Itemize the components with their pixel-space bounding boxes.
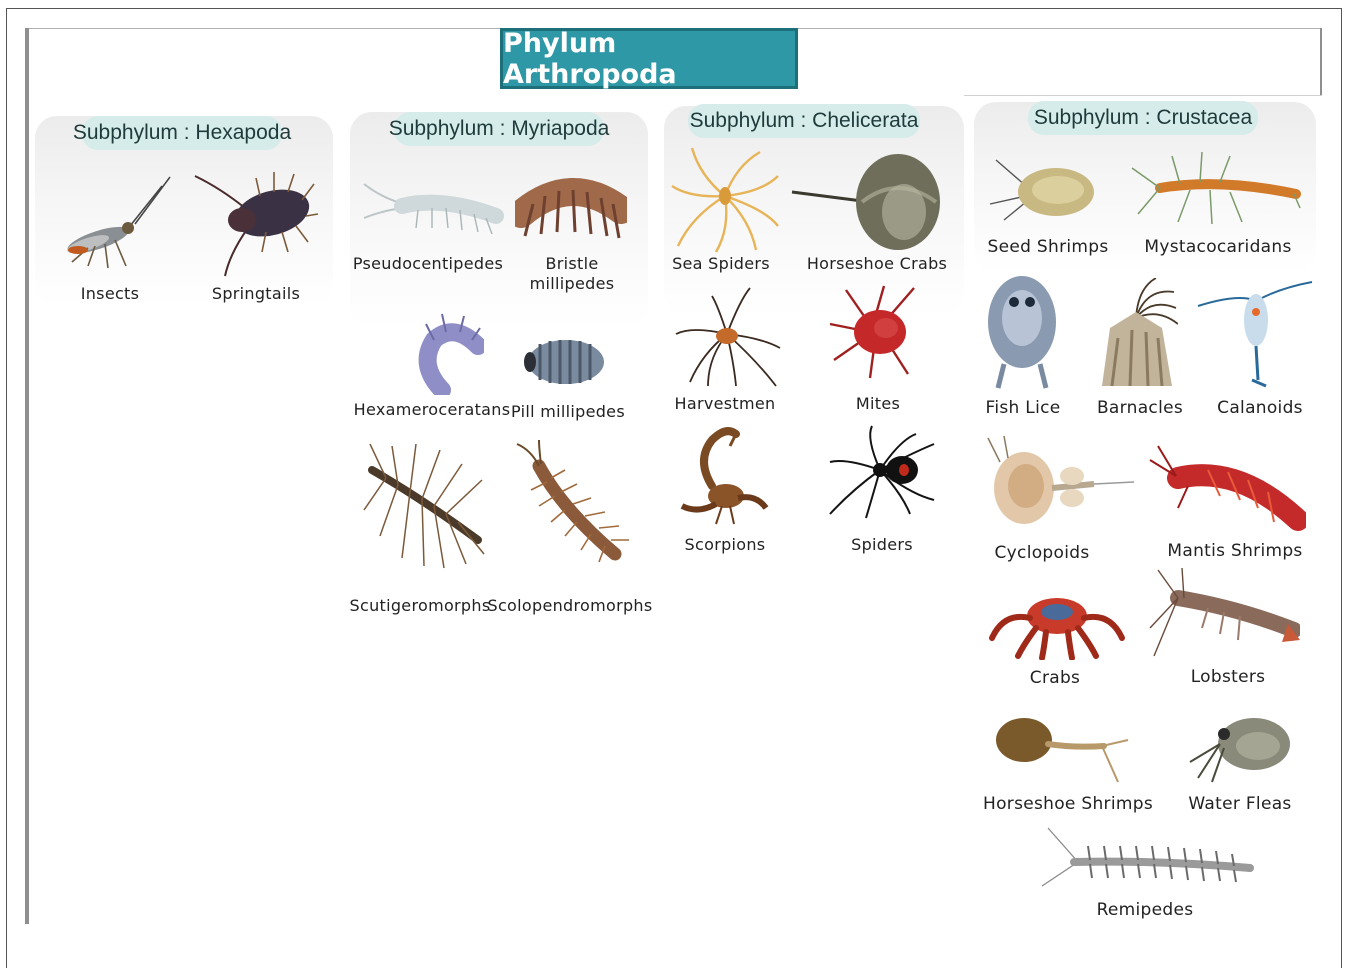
label-hexameroceratans: Hexameroceratans: [354, 400, 511, 419]
label-cyclopoids: Cyclopoids: [995, 543, 1090, 563]
label-barnacles: Barnacles: [1097, 398, 1183, 418]
label-insects: Insects: [81, 284, 140, 303]
hexameroceratan-illustration: [404, 310, 484, 395]
mite-illustration: [824, 280, 924, 380]
label-bristle-millipedes: Bristle millipedes: [527, 254, 617, 294]
mystacocaridan-illustration: [1130, 148, 1302, 228]
cyclopoid-illustration: [984, 432, 1136, 532]
label-pill-millipedes: Pill millipedes: [511, 402, 625, 421]
fish-louse-illustration: [984, 272, 1060, 392]
label-sea-spiders: Sea Spiders: [672, 254, 770, 273]
label-seed-shrimps: Seed Shrimps: [988, 237, 1109, 257]
title-banner: Phylum Arthropoda: [500, 28, 798, 89]
label-springtails: Springtails: [212, 284, 300, 303]
calanoid-illustration: [1196, 276, 1314, 390]
label-horseshoe-shrimps: Horseshoe Shrimps: [983, 794, 1153, 814]
label-mantis-shrimps: Mantis Shrimps: [1167, 541, 1302, 561]
barnacle-illustration: [1096, 278, 1178, 390]
water-flea-illustration: [1184, 708, 1296, 784]
label-pseudocentipedes: Pseudocentipedes: [353, 254, 503, 273]
label-calanoids: Calanoids: [1217, 398, 1303, 418]
springtail-illustration: [190, 168, 320, 278]
label-remipedes: Remipedes: [1097, 900, 1194, 920]
label-scorpions: Scorpions: [685, 535, 766, 554]
scutigeromorph-illustration: [362, 440, 486, 570]
subphylum-hexapoda: Subphylum : Hexapoda: [82, 116, 282, 150]
frame-divider: [964, 95, 1322, 96]
label-harvestmen: Harvestmen: [675, 394, 776, 413]
subphylum-crustacea: Subphylum : Crustacea: [1028, 101, 1258, 135]
label-mystacocaridans: Mystacocaridans: [1144, 237, 1291, 257]
label-scolopendromorphs: Scolopendromorphs: [488, 596, 653, 615]
label-crabs: Crabs: [1030, 668, 1080, 688]
scorpion-illustration: [676, 424, 772, 526]
horseshoe-crab-illustration: [790, 150, 942, 254]
label-fish-lice: Fish Lice: [986, 398, 1061, 418]
insect-illustration: [50, 174, 175, 274]
frame-right-bar: [1320, 28, 1322, 96]
pseudocentipede-illustration: [362, 172, 504, 242]
seed-shrimp-illustration: [986, 156, 1100, 226]
mantis-shrimp-illustration: [1148, 442, 1306, 534]
frame-left-bar: [25, 28, 29, 924]
label-lobsters: Lobsters: [1191, 667, 1266, 687]
remipede-illustration: [1038, 826, 1254, 898]
label-spiders: Spiders: [851, 535, 913, 554]
spider-illustration: [826, 424, 936, 520]
lobster-illustration: [1148, 568, 1300, 664]
subphylum-chelicerata: Subphylum : Chelicerata: [688, 104, 920, 138]
scolopendromorph-illustration: [503, 440, 633, 570]
page-title: Phylum Arthropoda: [503, 28, 795, 90]
horseshoe-shrimp-illustration: [994, 710, 1130, 790]
crab-illustration: [984, 588, 1130, 660]
subphylum-myriapoda: Subphylum : Myriapoda: [394, 112, 604, 146]
bristle-millipede-illustration: [515, 174, 627, 249]
pill-millipede-illustration: [522, 334, 608, 390]
label-scutigeromorphs: Scutigeromorphs: [350, 596, 491, 615]
sea-spider-illustration: [670, 146, 780, 254]
label-mites: Mites: [856, 394, 900, 413]
label-water-fleas: Water Fleas: [1188, 794, 1291, 814]
label-horseshoe-crabs: Horseshoe Crabs: [807, 254, 947, 273]
harvestman-illustration: [672, 286, 782, 390]
